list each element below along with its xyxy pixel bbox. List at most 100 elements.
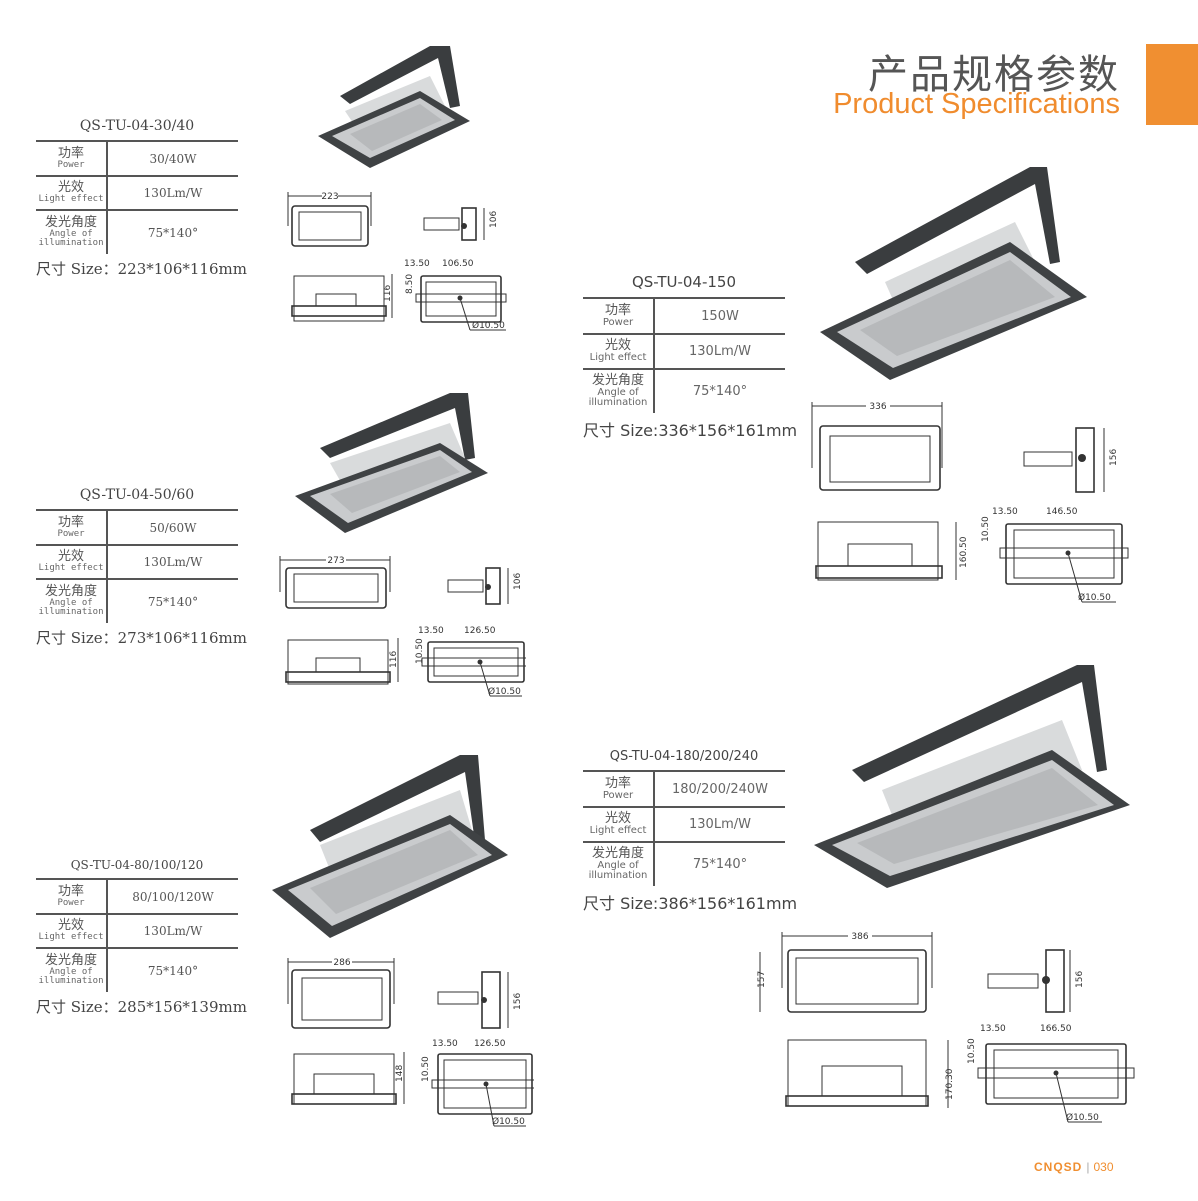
dim-hole: Ø10.50	[1066, 1112, 1099, 1123]
dim-spacing: 126.50	[464, 626, 496, 636]
dim-depth: 160.50	[959, 536, 969, 568]
front-view: 336	[811, 399, 943, 491]
side-view: 156	[1023, 427, 1119, 493]
angle-label-en-2: illumination	[588, 397, 648, 409]
efficacy-label-en: Light effect	[38, 932, 104, 943]
dim-spacing: 166.50	[1040, 1024, 1072, 1034]
power-label-en: Power	[57, 897, 85, 908]
model-name: QS-TU-04-150	[583, 273, 785, 299]
angle-label-en-2: illumination	[38, 976, 104, 987]
dim-offset: 13.50	[404, 259, 430, 269]
angle-label-en-1: Angle of	[49, 228, 93, 239]
size-text: 尺寸 Size：285*156*139mm	[36, 998, 247, 1016]
dim-width: 336	[869, 402, 886, 412]
efficacy-value: 130Lm/W	[654, 807, 785, 843]
rear-view: 170.30	[785, 1039, 955, 1108]
efficacy-value: 130Lm/W	[107, 914, 238, 949]
floodlight-illustration	[295, 393, 488, 533]
power-label-cn: 功率	[604, 775, 631, 791]
angle-value: 75*140°	[147, 594, 199, 609]
dim-front-height: 157	[757, 971, 767, 988]
dim-height: 106	[513, 573, 523, 590]
power-value: 30/40W	[107, 142, 238, 177]
dim-offset: 13.50	[418, 626, 444, 636]
dim-height: 156	[1075, 971, 1085, 988]
size-text: 尺寸 Size：273*106*116mm	[36, 629, 247, 647]
product-image-50-60	[295, 393, 488, 533]
angle-label-cn: 发光角度	[591, 846, 644, 862]
product-image-150	[820, 167, 1087, 380]
dim-width: 223	[321, 192, 338, 202]
rear-view: 116	[291, 274, 393, 322]
dim-offset: 13.50	[992, 507, 1018, 517]
dim-width: 273	[327, 556, 344, 566]
dim-height: 156	[513, 993, 523, 1010]
angle-label-en-2: illumination	[38, 238, 104, 249]
power-label-cn: 功率	[57, 514, 84, 530]
angle-value: 75*140°	[692, 384, 748, 399]
technical-drawing-80-100-120: 286 156 148 13.50 126.50 10.50 Ø10.50	[287, 956, 534, 1127]
dim-depth: 116	[389, 651, 399, 668]
dim-hole: Ø10.50	[488, 686, 521, 697]
angle-label-en-1: Angle of	[49, 966, 93, 977]
bottom-view: 13.50 126.50 10.50 Ø10.50	[415, 626, 526, 697]
side-view: 156	[437, 971, 523, 1029]
efficacy-label-cn: 光效	[604, 338, 631, 354]
rear-view: 160.50	[815, 521, 969, 581]
efficacy-label-en: Light effect	[589, 352, 647, 364]
page-title-cn: 产品规格参数	[868, 52, 1120, 98]
technical-drawing-180-200-240: 386 157 156 170.30 13.50 166.50 10.50 Ø1…	[757, 930, 1135, 1123]
technical-drawing-150: 336 156 160.50 13.50 146.50 10.50 Ø10.50	[811, 399, 1129, 603]
dim-side: 10.50	[981, 516, 991, 542]
angle-label-en-1: Angle of	[597, 859, 639, 871]
size-text: 尺寸 Size:336*156*161mm	[583, 421, 798, 440]
dim-width: 386	[851, 932, 868, 942]
dim-depth: 170.30	[945, 1068, 955, 1100]
efficacy-label-en: Light effect	[38, 194, 104, 205]
power-value: 180/200/240W	[654, 772, 785, 808]
angle-label-en-2: illumination	[588, 870, 648, 882]
front-view: 223	[287, 190, 372, 247]
product-image-180-200-240	[814, 665, 1130, 888]
size-text: 尺寸 Size：223*106*116mm	[36, 260, 247, 278]
power-label-en: Power	[602, 789, 634, 801]
power-label-cn: 功率	[57, 883, 84, 899]
power-value: 50/60W	[107, 511, 238, 546]
page-footer: CNQSD|030	[1034, 1160, 1114, 1174]
brand-logo: CNQSD	[1034, 1160, 1083, 1174]
efficacy-label-cn: 光效	[57, 918, 84, 934]
angle-label-cn: 发光角度	[44, 584, 97, 600]
bottom-view: 13.50 126.50 10.50 Ø10.50	[421, 1039, 534, 1127]
front-view: 386 157	[757, 930, 933, 1013]
rear-view: 148	[291, 1052, 405, 1105]
dim-side: 10.50	[421, 1056, 431, 1082]
front-view: 286	[287, 956, 395, 1029]
dim-side: 10.50	[967, 1038, 977, 1064]
efficacy-value: 130Lm/W	[654, 334, 785, 370]
dim-hole: Ø10.50	[472, 320, 505, 331]
dim-height: 156	[1109, 449, 1119, 466]
bottom-view: 13.50 166.50 10.50 Ø10.50	[967, 1024, 1135, 1123]
model-name: QS-TU-04-30/40	[36, 118, 238, 142]
technical-drawing-30-40: 223 106 116 13.50 106.50 8.50 Ø10.50	[287, 190, 507, 331]
bottom-view: 13.50 106.50 8.50 Ø10.50	[404, 259, 507, 331]
angle-label-en-1: Angle of	[49, 597, 93, 608]
dim-hole: Ø10.50	[492, 1116, 525, 1127]
efficacy-label-en: Light effect	[38, 563, 104, 574]
dim-height: 106	[489, 211, 499, 228]
angle-value: 75*140°	[692, 857, 748, 872]
power-label-en: Power	[57, 528, 85, 539]
power-value: 80/100/120W	[107, 880, 238, 915]
size-text: 尺寸 Size:386*156*161mm	[583, 894, 798, 913]
dim-hole: Ø10.50	[1078, 592, 1111, 603]
efficacy-value: 130Lm/W	[107, 176, 238, 211]
power-label-cn: 功率	[604, 302, 631, 318]
model-name: QS-TU-04-50/60	[36, 487, 238, 511]
dim-spacing: 146.50	[1046, 507, 1078, 517]
header-accent-block	[1146, 44, 1198, 125]
side-view: 106	[423, 207, 499, 241]
